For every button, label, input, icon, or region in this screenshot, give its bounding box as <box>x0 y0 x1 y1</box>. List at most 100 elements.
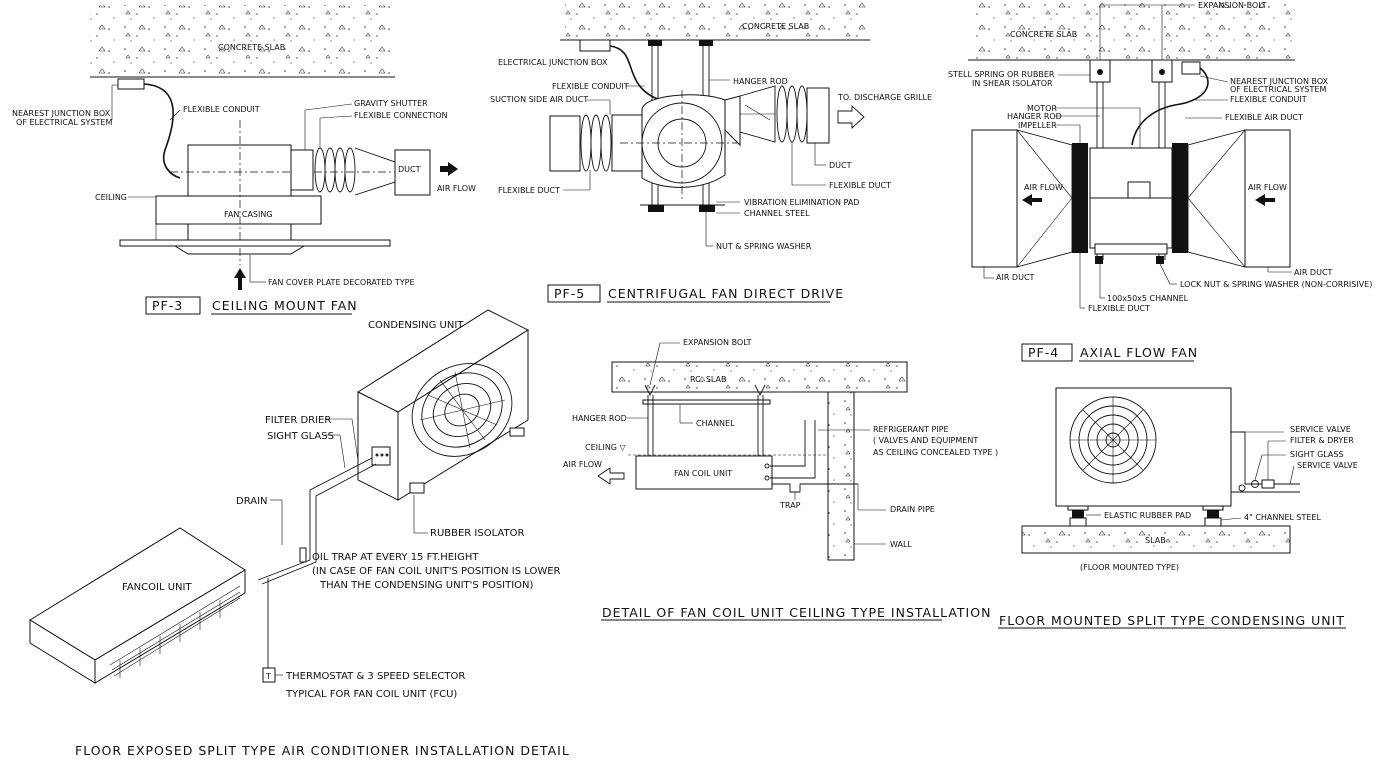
pf5-to-discharge-label: TO. DISCHARGE GRILLE <box>837 93 932 102</box>
pf4-title-tag-box <box>1021 343 1073 362</box>
pf5-title-tag: PF-5 <box>554 286 585 301</box>
pf5-flexible-duct-right-label: FLEXIBLE DUCT <box>829 181 891 190</box>
pf5-junction-box <box>579 39 611 52</box>
pf4-motor <box>1127 181 1151 199</box>
pf5-title-tag-box <box>547 284 601 303</box>
split-rubber-isolator-label: RUBBER ISOLATOR <box>430 528 524 539</box>
floor-condensing-unit-body <box>1055 387 1232 507</box>
pf5-vibration-pad-label: VIBRATION ELIMINATION PAD <box>744 198 859 207</box>
floor-rubber-pad-right <box>1207 510 1219 518</box>
floor-rubber-pad-label: ELASTIC RUBBER PAD <box>1104 511 1191 520</box>
split-condensing-unit <box>356 309 530 501</box>
pf5-concrete-slab <box>565 2 865 40</box>
pf4-flexible-duct-right <box>1172 143 1188 253</box>
split-type-installation: CONDENSING UNIT FILTER DRIER SIGHT GLASS… <box>29 309 570 758</box>
pf5-flexible-duct-left <box>580 114 612 172</box>
pf5-flexible-conduit-label: FLEXIBLE CONDUIT <box>552 82 629 91</box>
pf4-concrete-slab <box>972 2 1292 60</box>
pf3-flexible-connection-label: FLEXIBLE CONNECTION <box>354 111 448 120</box>
pf3-junction-box-label-2: OF ELECTRICAL SYSTEM <box>16 118 112 127</box>
pf5-suction-duct-label: SUCTION SIDE AIR DUCT <box>490 95 588 104</box>
pf4-channel-label: 100x50x5 CHANNEL <box>1107 294 1189 303</box>
pf5-concrete-slab-label: CONCRETE SLAB <box>742 22 809 31</box>
pf3-duct <box>394 149 431 196</box>
pf4-air-duct-left-label: AIR DUCT <box>996 273 1035 282</box>
pf5-vibration-pad-right <box>699 205 715 212</box>
pf3-junction-box-label-1: NEAREST JUNCTION BOX <box>12 109 111 118</box>
pf3-concrete-slab-label: CONCRETE SLAB <box>218 43 285 52</box>
pf3-fan-cover-label: FAN COVER PLATE DECORATED TYPE <box>268 278 415 287</box>
pf5-junction-box-label: ELECTRICAL JUNCTION BOX <box>498 58 608 67</box>
fcu-fan-coil-unit <box>635 455 773 490</box>
floor-sight-glass <box>1251 480 1259 488</box>
pf4-concrete-slab-label: CONCRETE SLAB <box>1010 30 1077 39</box>
fcu-drain-pipe-label: DRAIN PIPE <box>890 505 935 514</box>
fcu-air-flow-arrow <box>597 467 625 485</box>
pf4-flexible-duct-left <box>1072 143 1088 253</box>
pf4-flexible-conduit <box>1131 67 1209 146</box>
fcu-wall-label: WALL <box>890 540 912 549</box>
pf4-junction-box-label-2: OF ELECTRICAL SYSTEM <box>1230 85 1326 94</box>
split-title: FLOOR EXPOSED SPLIT TYPE AIR CONDITIONER… <box>75 743 570 758</box>
pf3-ceiling-label: CEILING <box>95 193 127 202</box>
split-typical-label: TYPICAL FOR FAN COIL UNIT (FCU) <box>285 689 457 700</box>
pf3-flexible-conduit-label: FLEXIBLE CONDUIT <box>183 105 260 114</box>
fcu-fan-coil-unit-label: FAN COIL UNIT <box>674 469 732 478</box>
floor-sight-glass-label: SIGHT GLASS <box>1290 450 1344 459</box>
pf4-flexible-duct-label: FLEXIBLE DUCT <box>1088 304 1150 313</box>
pf3-junction-box <box>117 78 145 90</box>
split-oil-trap-label-3: THAN THE CONDENSING UNIT'S POSITION) <box>319 580 534 591</box>
fcu-air-flow-label: AIR FLOW <box>563 460 602 469</box>
pf3-gravity-shutter <box>290 149 314 191</box>
split-rubber-isolator <box>409 482 425 494</box>
fcu-rc-slab <box>611 361 908 393</box>
pf5-discharge-arrow <box>837 104 865 130</box>
fcu-channel <box>642 399 771 405</box>
pf3-flexible-conduit <box>143 83 181 179</box>
pf4-flexible-air-duct-label: FLEXIBLE AIR DUCT <box>1225 113 1303 122</box>
pf4-air-flow-arrow-left <box>1022 194 1042 206</box>
floor-filter-dryer <box>1261 479 1275 489</box>
floor-service-valve <box>1238 484 1246 492</box>
floor-filter-dryer-label: FILTER & DRYER <box>1290 436 1354 445</box>
split-oil-trap-label-2: (IN CASE OF FAN COIL UNIT'S POSITION IS … <box>312 566 561 577</box>
pf3-flexible-connection <box>314 147 356 193</box>
pf4-isolator-label-1: STELL SPRING OR RUBBER <box>948 70 1055 79</box>
floor-rubber-pad-left <box>1072 510 1084 518</box>
pf4-isolator-label-2: IN SHEAR ISOLATOR <box>972 79 1053 88</box>
floor-slab-label: SLAB <box>1145 536 1166 545</box>
pf3-title-tag: PF-3 <box>152 298 183 313</box>
split-thermostat-mark: T <box>265 672 271 681</box>
pf5-fan-housing <box>620 90 740 200</box>
floor-fan-grille <box>1069 396 1157 484</box>
pf5-channel-steel-label: CHANNEL STEEL <box>744 209 810 218</box>
pf3-fan-casing-label: FAN CASING <box>224 210 273 219</box>
fcu-channel-label: CHANNEL <box>696 419 735 428</box>
split-condensing-unit-label: CONDENSING UNIT <box>368 320 464 331</box>
pf4-air-duct-right-label: AIR DUCT <box>1294 268 1333 277</box>
split-filter-drier-label: FILTER DRIER <box>265 415 331 426</box>
pf3-fan-casing <box>187 144 292 246</box>
pf3-air-flow-label: AIR FLOW <box>437 184 476 193</box>
fcu-trap-label: TRAP <box>779 501 801 510</box>
pf4-motor-label: MOTOR <box>1027 104 1057 113</box>
pf4-lock-nut-label: LOCK NUT & SPRING WASHER (NON-CORRISIVE) <box>1180 280 1372 289</box>
fcu-refrigerant-label-1: REFRIGERANT PIPE <box>873 425 949 434</box>
pf3-air-flow-arrow <box>440 162 458 176</box>
pf5-nut-washer-label: NUT & SPRING WASHER <box>716 242 812 251</box>
fcu-refrigerant-label-3: AS CEILING CONCEALED TYPE ) <box>873 448 998 457</box>
pf5-title: CENTRIFUGAL FAN DIRECT DRIVE <box>608 286 844 301</box>
pf4-axial-flow-fan: CONCRETE SLAB EXPANSION BOLT STELL SPRIN… <box>948 1 1372 362</box>
pf4-junction-box <box>1181 61 1201 75</box>
split-fancoil-unit <box>29 527 246 684</box>
fcu-title: DETAIL OF FAN COIL UNIT CEILING TYPE INS… <box>602 605 991 620</box>
pf3-gravity-shutter-label: GRAVITY SHUTTER <box>354 99 428 108</box>
pf5-suction-duct <box>549 115 581 172</box>
pf5-duct <box>806 87 830 144</box>
fcu-hanger-rod-label: HANGER ROD <box>572 414 627 423</box>
pf4-hanger-rod-label: HANGER ROD <box>1007 112 1062 121</box>
fcu-refrigerant-pipe <box>770 420 806 467</box>
split-fancoil-unit-label: FANCOIL UNIT <box>122 582 192 593</box>
fcu-ceiling-label: CEILING ▽ <box>585 443 627 452</box>
